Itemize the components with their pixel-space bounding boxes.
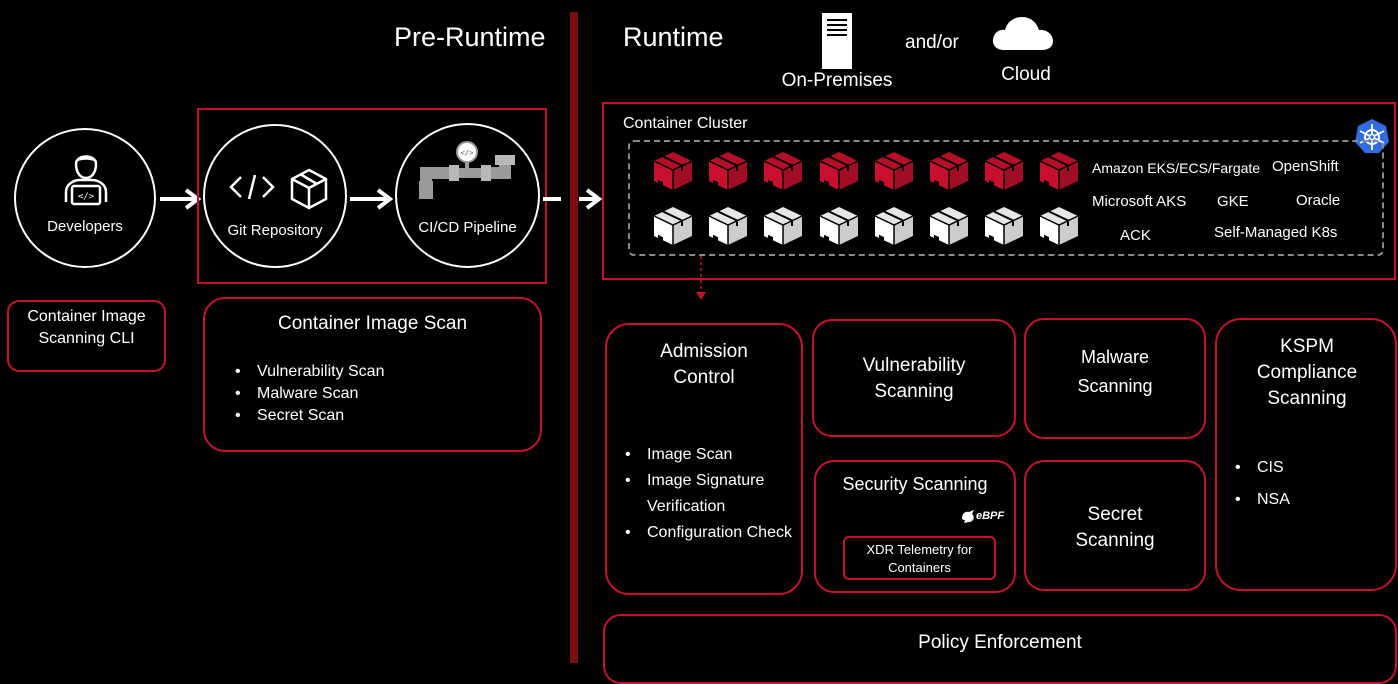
- cicd-pipeline-label: CI/CD Pipeline: [418, 219, 517, 236]
- list-item: NSA: [1235, 484, 1290, 516]
- git-repository-node: Git Repository: [203, 124, 347, 268]
- red-container-icon: [873, 150, 915, 192]
- platform-openshift: OpenShift: [1272, 158, 1339, 175]
- white-container-icon: [707, 205, 749, 247]
- list-item: Malware Scan: [235, 383, 384, 405]
- container-cluster-title: Container Cluster: [623, 115, 748, 132]
- platform-gke: GKE: [1217, 193, 1249, 210]
- list-item: Vulnerability Scan: [235, 361, 385, 383]
- malware-scanning-box: Malware Scanning: [1024, 318, 1206, 439]
- platform-ack: ACK: [1120, 227, 1151, 244]
- ebpf-logo: [960, 510, 976, 524]
- ebpf-label: eBPF: [976, 510, 1005, 522]
- runtime-heading: Runtime: [623, 22, 724, 52]
- container-image-scan-title: Container Image Scan: [277, 313, 468, 334]
- phase-divider: [570, 12, 578, 663]
- platform-oracle: Oracle: [1296, 192, 1341, 209]
- red-container-icon: [928, 150, 970, 192]
- policy-enforcement-label: Policy Enforcement: [918, 632, 1082, 653]
- arrow-cluster-to-controls: [695, 256, 707, 302]
- list-item: Secret Scan: [235, 405, 384, 427]
- image-scanning-cli-box: Container Image Scanning CLI: [7, 300, 166, 372]
- policy-enforcement-box: Policy Enforcement: [603, 614, 1397, 684]
- secret-scanning-label: Secret Scanning: [1075, 504, 1155, 551]
- cicd-pipeline-node: </> CI/CD Pipeline: [395, 123, 540, 268]
- on-premises-label: On-Premises: [781, 70, 893, 91]
- admission-control-title: Admission Control: [660, 341, 748, 388]
- red-container-icon: [707, 150, 749, 192]
- vulnerability-scanning-label: Vulnerability Scanning: [862, 355, 966, 402]
- svg-text:</>: </>: [78, 192, 95, 202]
- svg-text:</>: </>: [461, 149, 474, 157]
- pipeline-icon: </>: [415, 141, 521, 203]
- red-container-icon: [983, 150, 1025, 192]
- cloud-label: Cloud: [1001, 64, 1051, 85]
- pipeline-group-box: [197, 108, 547, 284]
- cloud-icon: [990, 14, 1056, 52]
- developer-icon: </>: [60, 148, 112, 206]
- server-icon: [820, 12, 854, 70]
- list-item: Image Signature Verification: [625, 468, 809, 520]
- kspm-compliance-title: KSPM Compliance Scanning: [1256, 336, 1358, 409]
- admission-control-box: Admission Control Image Scan Image Signa…: [605, 323, 803, 595]
- platform-aks: Microsoft AKS: [1092, 193, 1187, 210]
- white-container-icon: [873, 205, 915, 247]
- pre-runtime-heading: Pre-Runtime: [394, 22, 546, 52]
- white-container-icon: [1038, 205, 1080, 247]
- container-image-scan-list: Vulnerability Scan Malware Scan Secret S…: [233, 361, 385, 427]
- security-scanning-title: Security Scanning: [842, 474, 988, 494]
- arrow-git-to-cicd: [348, 186, 396, 212]
- developers-label: Developers: [47, 218, 123, 235]
- and-or-label: and/or: [905, 32, 959, 53]
- platform-eks: Amazon EKS/ECS/Fargate: [1092, 160, 1261, 176]
- cluster-nodes-box: [628, 140, 1384, 256]
- white-container-icon: [818, 205, 860, 247]
- kspm-compliance-box: KSPM Compliance Scanning CIS NSA: [1215, 318, 1397, 591]
- list-item: Configuration Check: [625, 520, 809, 546]
- kspm-compliance-list: CIS NSA: [1235, 452, 1290, 516]
- container-cluster-box: Container Cluster Amazon EKS/ECS/Fargate…: [602, 102, 1396, 280]
- list-item: CIS: [1235, 452, 1290, 484]
- white-container-icon: [983, 205, 1025, 247]
- red-container-icon: [818, 150, 860, 192]
- code-icon: [229, 172, 275, 202]
- xdr-telemetry-label: XDR Telemetry for Containers: [866, 542, 973, 575]
- red-container-icon: [1038, 150, 1080, 192]
- list-item: Image Scan: [625, 442, 809, 468]
- white-container-icon: [762, 205, 804, 247]
- malware-scanning-label: Malware Scanning: [1077, 347, 1153, 396]
- git-repository-label: Git Repository: [227, 222, 323, 239]
- xdr-telemetry-box: XDR Telemetry for Containers: [843, 536, 996, 580]
- white-container-icon: [652, 205, 694, 247]
- platform-k8s: Self-Managed K8s: [1214, 224, 1338, 241]
- vulnerability-scanning-box: Vulnerability Scanning: [812, 319, 1016, 437]
- arrow-cicd-to-cluster: [541, 186, 605, 212]
- red-container-icon: [652, 150, 694, 192]
- package-icon: [289, 168, 329, 210]
- container-image-scan-box: Container Image Scan Vulnerability Scan …: [203, 297, 542, 452]
- red-container-icon: [762, 150, 804, 192]
- developers-node: </> Developers: [14, 128, 156, 268]
- security-scanning-box: Security Scanning eBPF XDR Telemetry for…: [814, 460, 1016, 593]
- image-scanning-cli-label: Container Image Scanning CLI: [27, 308, 146, 347]
- secret-scanning-box: Secret Scanning: [1024, 460, 1206, 591]
- admission-control-list: Image Scan Image Signature Verification …: [625, 442, 809, 546]
- white-container-icon: [928, 205, 970, 247]
